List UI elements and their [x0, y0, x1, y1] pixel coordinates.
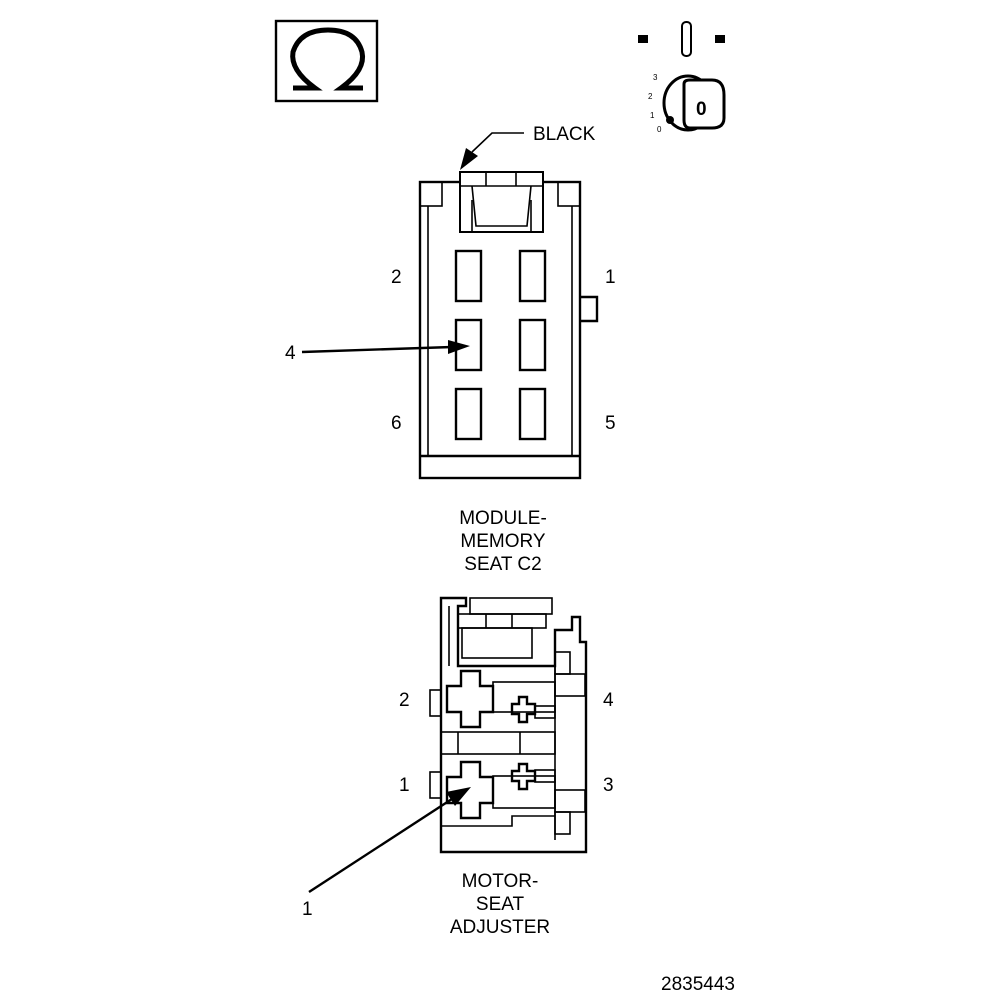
- pin-cavity-1: [518, 249, 547, 303]
- color-callout-arrowhead: [460, 148, 478, 170]
- pin-label-4: 4: [285, 343, 296, 364]
- pin-label-4: 4: [603, 690, 614, 711]
- pin-label-5: 5: [605, 413, 616, 434]
- pin-cavity-4: [510, 695, 537, 724]
- motor-seat-adjuster-connector: 2 4 1 3 1 MOTOR- SEAT ADJUSTER: [302, 596, 614, 938]
- pin-1-callout-arrowhead: [446, 787, 471, 806]
- connector-body: [439, 596, 588, 854]
- key-scale-mark: 2: [648, 92, 653, 101]
- key-scale-mark: 1: [650, 111, 655, 120]
- pin-label-1: 1: [605, 267, 616, 288]
- connector-caption-line: MOTOR-: [462, 871, 539, 892]
- pin-4-callout-arrowhead: [448, 340, 470, 354]
- memory-seat-module-connector: BLACK 2 1 6 5 4: [285, 124, 616, 575]
- pin-label-2: 2: [391, 267, 402, 288]
- pin-cavity-5: [518, 387, 547, 441]
- pin-cavity-3: [510, 762, 537, 791]
- pin-cavity-2: [445, 669, 495, 729]
- key-scale-mark: 3: [653, 73, 658, 82]
- figure-number: 2835443: [661, 974, 735, 995]
- connector-caption-line: SEAT: [476, 894, 525, 915]
- key-position-label: 0: [696, 99, 707, 120]
- connector-caption-line: SEAT C2: [464, 554, 541, 575]
- connector-caption-line: MEMORY: [460, 531, 545, 552]
- pin-label-6: 6: [391, 413, 402, 434]
- connector-color-label: BLACK: [533, 124, 596, 145]
- pin-label-3: 3: [603, 775, 614, 796]
- pin-cavity-3: [518, 318, 547, 372]
- key-scale-mark: 0: [657, 125, 662, 134]
- pin-label-2: 2: [399, 690, 410, 711]
- pin-1-callout-label: 1: [302, 899, 313, 920]
- ignition-key-icon: 0 3 2 1 0: [638, 21, 726, 134]
- pin-label-1: 1: [399, 775, 410, 796]
- pin-cavity-6: [454, 387, 483, 441]
- pin-cavity-2: [454, 249, 483, 303]
- connector-caption-line: MODULE-: [459, 508, 547, 529]
- omega-symbol-icon: [274, 19, 379, 103]
- connector-caption-line: ADJUSTER: [450, 917, 550, 938]
- pin-cavity-1: [445, 760, 495, 820]
